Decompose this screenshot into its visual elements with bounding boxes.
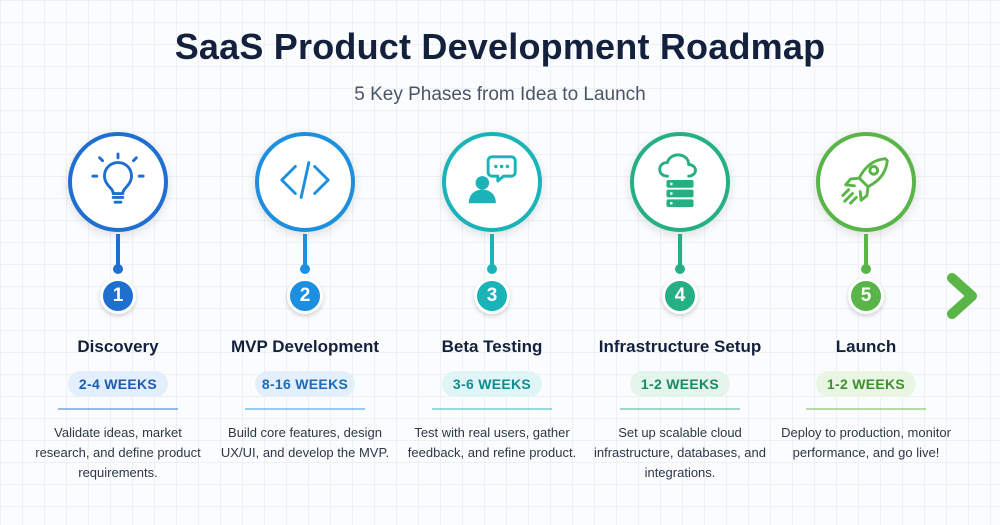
cloud-server-icon (651, 151, 709, 214)
phase-connector-dot (861, 264, 871, 274)
phase-icon-ring (255, 132, 355, 232)
phase-duration-badge: 1-2 WEEKS (816, 371, 916, 397)
phase-connector-dot (487, 264, 497, 274)
phase-divider (245, 408, 365, 410)
phase-number: 4 (662, 278, 698, 314)
phase-icon-ring (816, 132, 916, 232)
phase-description: Deploy to production, monitor performanc… (781, 425, 951, 460)
phase-description: Build core features, design UX/UI, and d… (220, 425, 390, 460)
phase-title: MVP Development (230, 337, 379, 356)
phase-connector-dot (675, 264, 685, 274)
rocket-icon (837, 151, 895, 214)
phase-divider (432, 408, 552, 410)
phase-icon-ring (630, 132, 730, 232)
phase-number: 2 (287, 278, 323, 314)
lightbulb-icon (89, 151, 147, 214)
page-title: SaaS Product Development Roadmap (174, 26, 826, 67)
phase-connector (490, 234, 494, 268)
phase-description: Test with real users, gather feedback, a… (407, 425, 577, 460)
phase-title: Discovery (77, 337, 159, 356)
phase-connector (864, 234, 868, 268)
phase-divider (806, 408, 926, 410)
phase-connector-dot (113, 264, 123, 274)
timeline-arrowhead-icon (947, 273, 977, 319)
phase-title: Launch (835, 337, 897, 356)
page-subtitle: 5 Key Phases from Idea to Launch (354, 84, 646, 105)
phase-duration-badge: 8-16 WEEKS (255, 371, 355, 397)
phase-duration-badge: 1-2 WEEKS (630, 371, 730, 397)
phase-connector (303, 234, 307, 268)
phase-description: Validate ideas, market research, and def… (35, 425, 201, 480)
phase-icon-ring (68, 132, 168, 232)
phase-connector (678, 234, 682, 268)
phase-description: Set up scalable cloud infrastructure, da… (594, 425, 766, 480)
code-icon (276, 151, 334, 214)
user-chat-icon (463, 151, 521, 214)
phase-title: Beta Testing (441, 337, 543, 356)
phase-number: 3 (474, 278, 510, 314)
phase-icon-ring (442, 132, 542, 232)
phase-title: Infrastructure Setup (598, 337, 762, 356)
phase-number: 1 (100, 278, 136, 314)
phase-connector (116, 234, 120, 268)
phase-duration-badge: 3-6 WEEKS (442, 371, 542, 397)
phase-connector-dot (300, 264, 310, 274)
phase-number: 5 (848, 278, 884, 314)
phase-divider (620, 408, 740, 410)
phase-duration-badge: 2-4 WEEKS (68, 371, 168, 397)
phase-divider (58, 408, 178, 410)
